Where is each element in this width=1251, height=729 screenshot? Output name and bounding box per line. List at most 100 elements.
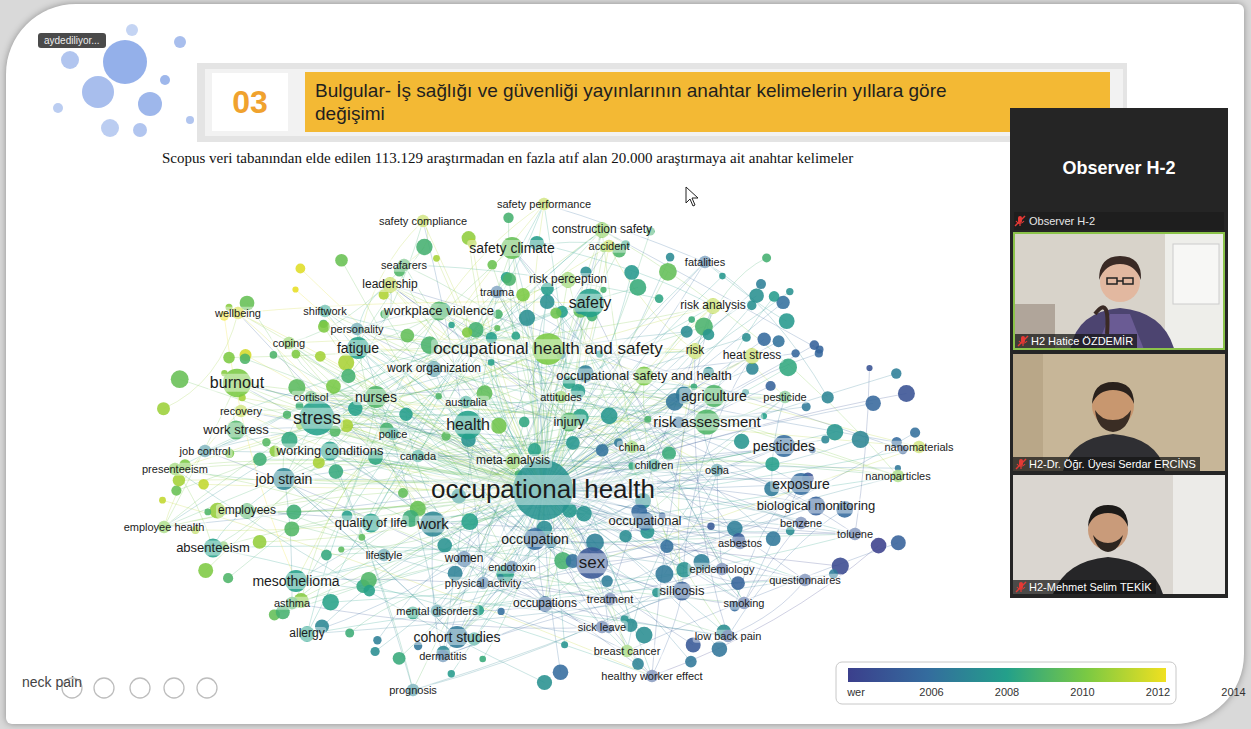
link-line <box>176 349 548 491</box>
toolbar-text: neck pain <box>22 674 82 690</box>
keyword-bubble <box>666 253 675 262</box>
year-tick: 2014 <box>1221 686 1245 698</box>
keyword-bubble <box>240 354 251 365</box>
keyword-bubble <box>660 540 673 553</box>
keyword-bubble <box>341 369 355 383</box>
keyword-label: pesticides <box>751 438 817 454</box>
keyword-label: sick leave <box>576 621 628 634</box>
keyword-bubble <box>519 417 530 428</box>
keyword-bubble <box>553 664 569 680</box>
keyword-bubble <box>223 573 233 583</box>
keyword-label: seafarers <box>379 259 429 272</box>
keyword-bubble <box>253 453 267 467</box>
keyword-bubble <box>292 350 301 359</box>
keyword-label: prognosis <box>387 684 439 697</box>
keyword-bubble <box>707 523 714 530</box>
keyword-bubble <box>576 506 591 521</box>
keyword-bubble <box>746 362 759 375</box>
keyword-bubble <box>253 535 267 549</box>
participant-video <box>1013 354 1225 471</box>
keyword-bubble <box>503 273 516 286</box>
link-lines <box>163 204 920 690</box>
keyword-bubble <box>223 352 235 364</box>
keyword-bubble <box>566 436 580 450</box>
keyword-bubble <box>198 479 209 490</box>
keyword-bubble <box>762 253 771 262</box>
keyword-bubble <box>173 474 185 486</box>
keyword-bubble <box>284 521 299 536</box>
keyword-bubble <box>822 391 834 403</box>
keyword-bubble <box>262 438 270 446</box>
keyword-label: china <box>617 441 647 454</box>
keyword-bubble <box>576 547 608 579</box>
keyword-bubble <box>765 457 779 471</box>
keyword-bubble <box>204 509 211 516</box>
keyword-bubble <box>400 329 414 343</box>
keyword-label: silicosis <box>658 584 707 599</box>
keyword-bubble <box>786 288 793 295</box>
keyword-bubble <box>519 310 535 326</box>
keyword-label: safety compliance <box>377 215 469 228</box>
keyword-bubble <box>766 531 781 546</box>
keyword-label: leadership <box>360 278 419 292</box>
keyword-bubble <box>436 393 442 399</box>
keyword-label: exposure <box>770 476 832 492</box>
link-line <box>377 490 543 640</box>
keyword-bubble <box>712 641 728 657</box>
keyword-label: children <box>633 459 676 472</box>
keyword-label: absenteeism <box>174 541 252 556</box>
keyword-bubble <box>852 431 869 448</box>
keyword-label: nanomaterials <box>882 441 955 454</box>
keyword-bubble <box>315 351 326 362</box>
keyword-label: questionnaires <box>767 574 843 587</box>
video-tile: H2 Hatice ÖZDEMİR <box>1013 232 1225 350</box>
participant-name: Observer H-2 <box>1029 215 1095 227</box>
keyword-bubble <box>461 513 478 530</box>
keyword-bubble <box>494 325 500 331</box>
keyword-bubble <box>437 538 452 553</box>
keyword-bubble <box>487 260 497 270</box>
keyword-bubble <box>399 408 412 421</box>
keyword-bubble <box>734 434 749 449</box>
keyword-bubble <box>703 329 715 341</box>
keyword-label: risk <box>684 344 707 358</box>
keyword-bubble <box>802 402 811 411</box>
keyword-bubble <box>479 656 486 663</box>
link-line <box>399 490 543 658</box>
keyword-label: women <box>443 552 486 566</box>
title-band: Bulgular- İş sağlığı ve güvenliği yayınl… <box>305 72 1110 132</box>
keyword-label: work stress <box>201 423 271 438</box>
keyword-bubble <box>329 464 344 479</box>
keyword-label: occupational health <box>429 475 657 505</box>
keyword-label: injury <box>551 415 586 430</box>
participant-video <box>1013 475 1225 594</box>
keyword-label: trauma <box>478 286 516 299</box>
link-line <box>307 574 834 634</box>
link-line <box>163 500 653 676</box>
link-line <box>592 447 919 563</box>
link-line <box>357 329 897 442</box>
keyword-label: nanoparticles <box>863 470 932 483</box>
keyword-label: asbestos <box>716 537 764 550</box>
keyword-bubble <box>359 534 366 541</box>
keyword-bubble <box>321 550 332 561</box>
slide-caption: Scopus veri tabanından elde edilen 113.1… <box>162 150 853 166</box>
keyword-bubble <box>498 608 505 615</box>
muted-mic-icon <box>1014 215 1026 227</box>
keyword-bubble <box>756 279 766 289</box>
keyword-label: canada <box>398 450 438 463</box>
link-line <box>543 490 691 662</box>
link-line <box>483 583 728 636</box>
keyword-bubble <box>157 402 170 415</box>
keyword-bubble <box>503 213 513 223</box>
link-line <box>320 356 543 490</box>
link-line <box>543 231 650 490</box>
keyword-label: allergy <box>287 627 326 641</box>
keyword-bubble <box>345 629 354 638</box>
muted-mic-icon <box>1015 581 1027 593</box>
keyword-bubble <box>198 563 213 578</box>
year-tick: 2010 <box>1070 686 1094 698</box>
keyword-label: occupational safety and health <box>554 369 734 384</box>
keyword-bubble <box>601 575 613 587</box>
keyword-label: smoking <box>722 597 767 610</box>
